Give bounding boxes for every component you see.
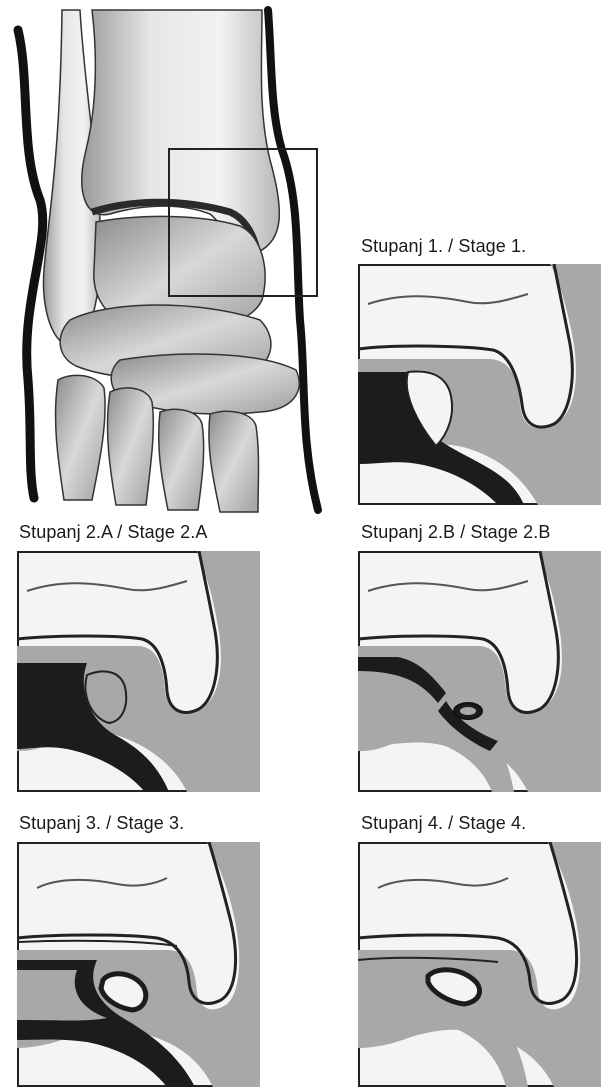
ankle-joint-illustration bbox=[0, 0, 330, 520]
label-stage-3: Stupanj 3. / Stage 3. bbox=[19, 813, 184, 834]
panel-stage-2a bbox=[17, 551, 260, 792]
metatarsal-1 bbox=[56, 375, 106, 500]
metatarsal-3 bbox=[159, 409, 204, 510]
label-stage-4: Stupanj 4. / Stage 4. bbox=[361, 813, 526, 834]
label-stage-2b: Stupanj 2.B / Stage 2.B bbox=[361, 522, 550, 543]
metatarsal-4 bbox=[209, 411, 259, 512]
panel-stage-1 bbox=[358, 264, 601, 505]
panel-stage-2b bbox=[358, 551, 601, 792]
skin-outline-left bbox=[18, 30, 43, 498]
panel-stage-3 bbox=[17, 842, 260, 1087]
label-stage-2a: Stupanj 2.A / Stage 2.A bbox=[19, 522, 207, 543]
skin-outline-right bbox=[268, 10, 318, 510]
label-stage-1: Stupanj 1. / Stage 1. bbox=[361, 236, 526, 257]
panel-stage-4 bbox=[358, 842, 601, 1087]
metatarsal-2 bbox=[108, 388, 154, 505]
